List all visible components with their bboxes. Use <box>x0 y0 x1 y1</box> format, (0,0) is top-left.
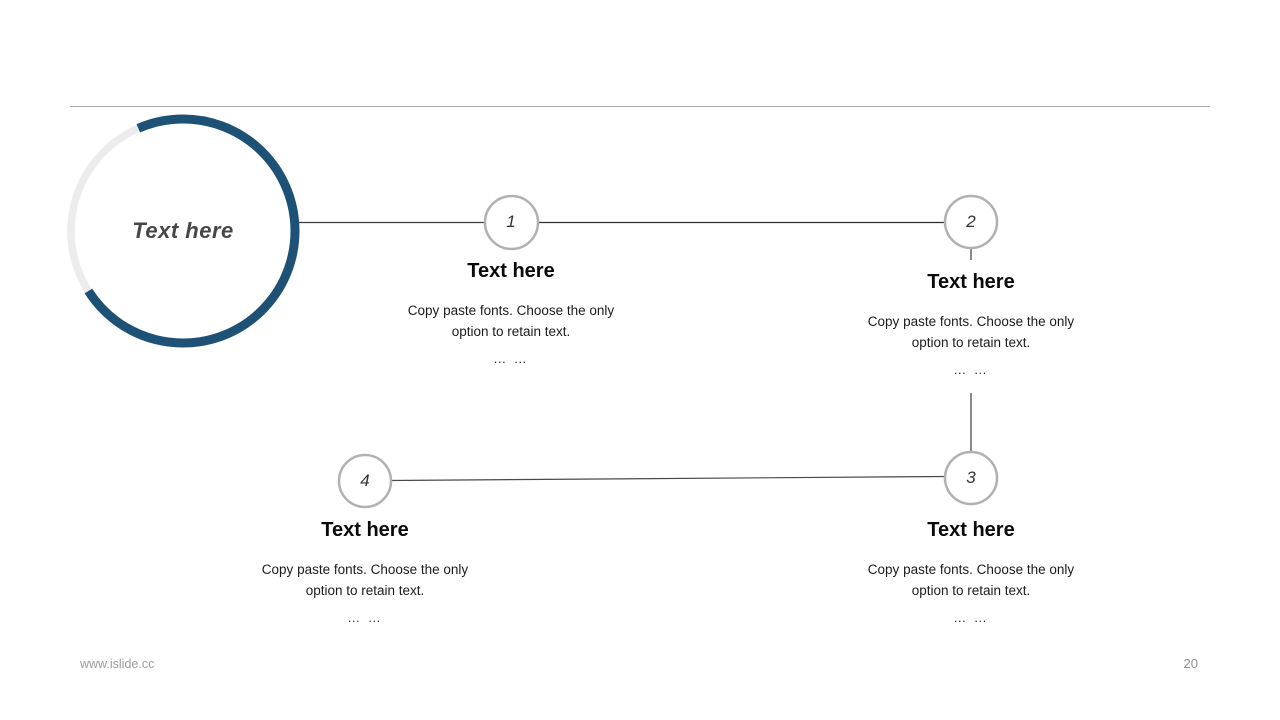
step4-group: Text here Copy paste fonts. Choose the o… <box>215 517 515 625</box>
step1-node-circle <box>483 194 540 251</box>
step3-dots: … … <box>953 610 989 625</box>
step1-number: 1 <box>506 212 516 231</box>
main-circle-arc-blue <box>84 114 300 348</box>
step2-dots: … … <box>953 362 989 377</box>
step2-body-line2: option to retain text. <box>911 334 1031 350</box>
top-divider <box>70 106 1210 107</box>
step4-number: 4 <box>360 471 370 490</box>
step2-body-line1: Copy paste fonts. Choose the only <box>867 314 1075 329</box>
step4-node-circle <box>337 453 393 509</box>
step2-number: 2 <box>966 212 976 231</box>
connector-step3-to-step4 <box>390 475 947 482</box>
step3-title: Text here <box>927 519 1015 541</box>
step1-title: Text here <box>467 260 555 282</box>
step1-body: Copy paste fonts. Choose the only option… <box>361 301 661 342</box>
step3-group: Text here Copy paste fonts. Choose the o… <box>821 517 1121 625</box>
step2-title: Text here <box>927 271 1015 293</box>
step1-dots: … … <box>493 351 529 366</box>
step3-body-line1: Copy paste fonts. Choose the only <box>867 562 1075 577</box>
step4-dots: … … <box>347 610 383 625</box>
main-circle-arc-gray <box>67 124 140 294</box>
step4-body-line2: option to retain text. <box>305 582 425 598</box>
step2-body: Copy paste fonts. Choose the only option… <box>821 312 1121 353</box>
step3-number: 3 <box>966 468 976 487</box>
step4-body-line1: Copy paste fonts. Choose the only <box>261 562 469 577</box>
step4-body: Copy paste fonts. Choose the only option… <box>215 560 515 601</box>
step1-body-line1: Copy paste fonts. Choose the only <box>407 303 615 318</box>
page-number: 20 <box>1183 656 1198 671</box>
step1-body-line2: option to retain text. <box>451 323 571 339</box>
step2-group: Text here Copy paste fonts. Choose the o… <box>821 269 1121 377</box>
footer-url: www.islide.cc <box>80 657 155 671</box>
main-circle-label: Text here <box>132 218 234 243</box>
step2-node-circle <box>943 194 999 250</box>
step3-body: Copy paste fonts. Choose the only option… <box>821 560 1121 601</box>
step4-title: Text here <box>321 519 409 541</box>
step1-group: Text here Copy paste fonts. Choose the o… <box>361 258 661 366</box>
step3-node-circle <box>943 450 999 506</box>
step3-body-line2: option to retain text. <box>911 582 1031 598</box>
